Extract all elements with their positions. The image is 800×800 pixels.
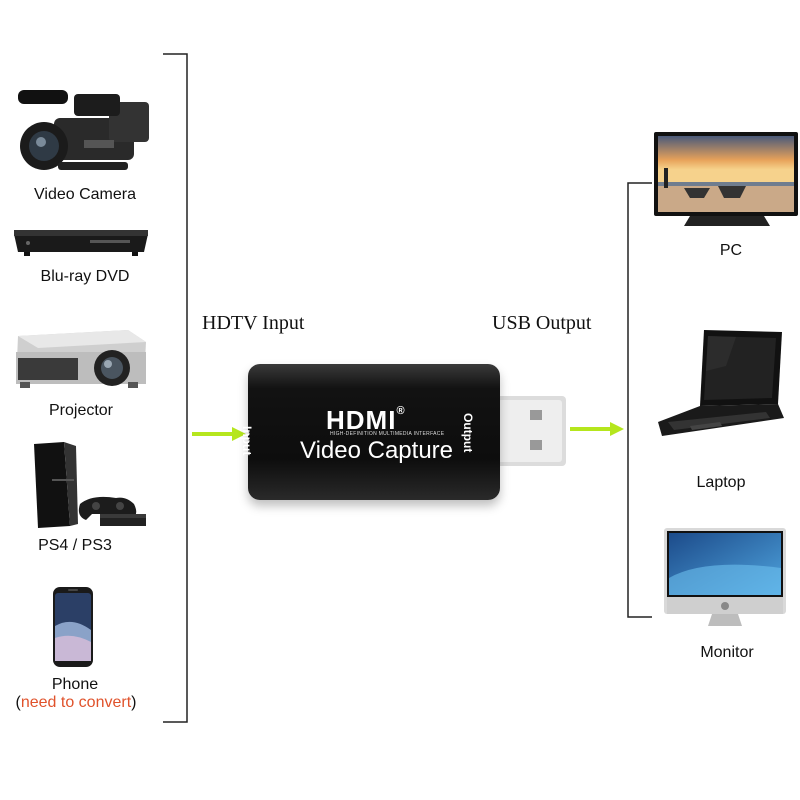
tv-monitor-icon (654, 132, 798, 226)
input-label-video-camera: Video Camera (34, 186, 136, 203)
input-note-phone: (need to convert) (6, 694, 146, 712)
port-input-label: Input (240, 426, 254, 456)
laptop-icon (658, 330, 784, 436)
game-console-icon (34, 442, 146, 528)
output-arrow (570, 422, 624, 436)
device-title: Video Capture (300, 437, 453, 464)
input-label-phone: Phone (51, 676, 99, 693)
port-output-label: Output (461, 413, 475, 453)
bluray-player-icon (14, 230, 148, 256)
usb-plug-icon (494, 396, 566, 466)
hdmi-mark: ® (396, 405, 406, 417)
projector-icon (16, 330, 146, 388)
smartphone-icon (53, 587, 93, 667)
input-arrow (192, 427, 246, 441)
input-label-projector: Projector (48, 402, 114, 419)
output-label-laptop: Laptop (696, 474, 746, 491)
hdmi-brand: HDMI (326, 405, 397, 435)
hdtv-input-label: HDTV Input (202, 312, 305, 334)
note-text: need to convert (20, 694, 132, 711)
imac-monitor-icon (664, 528, 786, 626)
note-close: ) (131, 694, 137, 711)
usb-output-label: USB Output (492, 312, 592, 334)
output-label-monitor: Monitor (700, 644, 754, 661)
output-label-pc: PC (719, 242, 743, 259)
hdmi-logo: HDMI® (326, 405, 406, 436)
hdmi-tagline: HIGH-DEFINITION MULTIMEDIA INTERFACE (330, 431, 445, 437)
capture-device-body (248, 364, 500, 500)
note-open: ( (15, 694, 21, 711)
input-label-console: PS4 / PS3 (38, 537, 112, 554)
input-label-bluray: Blu-ray DVD (40, 268, 130, 285)
video-camera-icon (18, 90, 149, 170)
